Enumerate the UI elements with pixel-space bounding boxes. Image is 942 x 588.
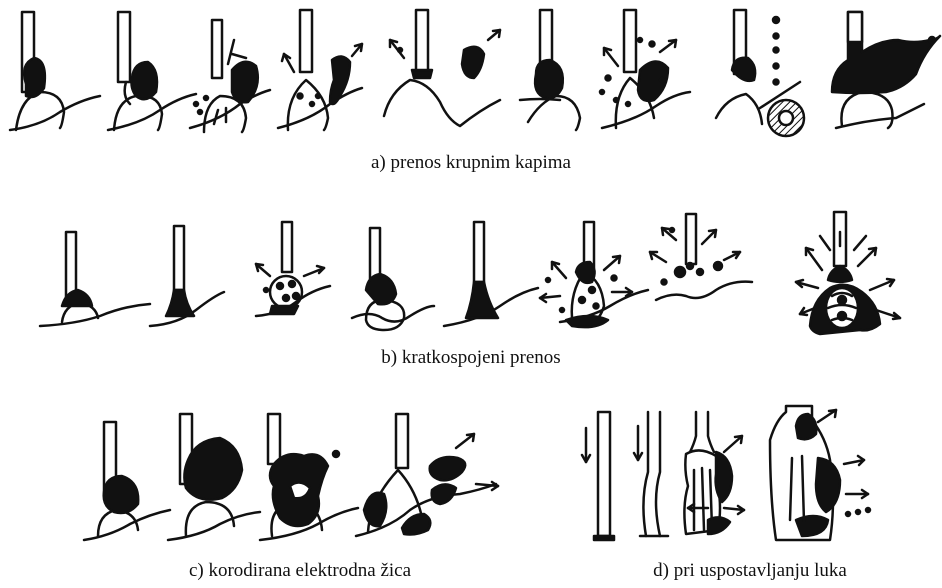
caption-a: a) prenos krupnim kapima bbox=[0, 152, 942, 174]
sketch-a4 bbox=[278, 10, 362, 130]
sketch-a5 bbox=[384, 10, 500, 126]
sketch-b3 bbox=[256, 222, 330, 316]
sketch-b4 bbox=[352, 228, 434, 330]
sketch-b6 bbox=[540, 222, 648, 327]
sketch-b1 bbox=[40, 232, 150, 326]
sketch-c2 bbox=[168, 414, 260, 540]
sketch-c3 bbox=[260, 414, 358, 540]
sketch-b8 bbox=[796, 212, 900, 334]
caption-c: c) korodirana elektrodna žica bbox=[130, 560, 470, 582]
sketch-a2 bbox=[108, 12, 196, 130]
row-b-sketches bbox=[40, 212, 900, 334]
sketch-a3 bbox=[190, 20, 270, 132]
sketch-d4 bbox=[770, 406, 870, 540]
sketch-a8 bbox=[716, 10, 804, 136]
sketch-b5 bbox=[444, 222, 538, 326]
sketch-a6 bbox=[520, 10, 580, 130]
sketch-c4 bbox=[356, 414, 498, 536]
sketch-d3 bbox=[684, 412, 744, 534]
caption-b: b) kratkospojeni prenos bbox=[0, 347, 942, 369]
row-c-sketches bbox=[84, 414, 498, 540]
caption-d: d) pri uspostavljanju luka bbox=[585, 560, 915, 582]
sketch-a7 bbox=[600, 10, 690, 128]
sketch-b2 bbox=[150, 226, 224, 326]
row-d-sketches bbox=[582, 406, 870, 540]
sketch-d2 bbox=[634, 412, 668, 536]
row-a-sketches bbox=[10, 10, 940, 136]
sketch-a9 bbox=[832, 12, 940, 128]
sketch-a1 bbox=[10, 12, 100, 130]
sketch-c1 bbox=[84, 422, 170, 540]
sketch-b7 bbox=[650, 214, 752, 300]
sketch-d1 bbox=[582, 412, 614, 540]
